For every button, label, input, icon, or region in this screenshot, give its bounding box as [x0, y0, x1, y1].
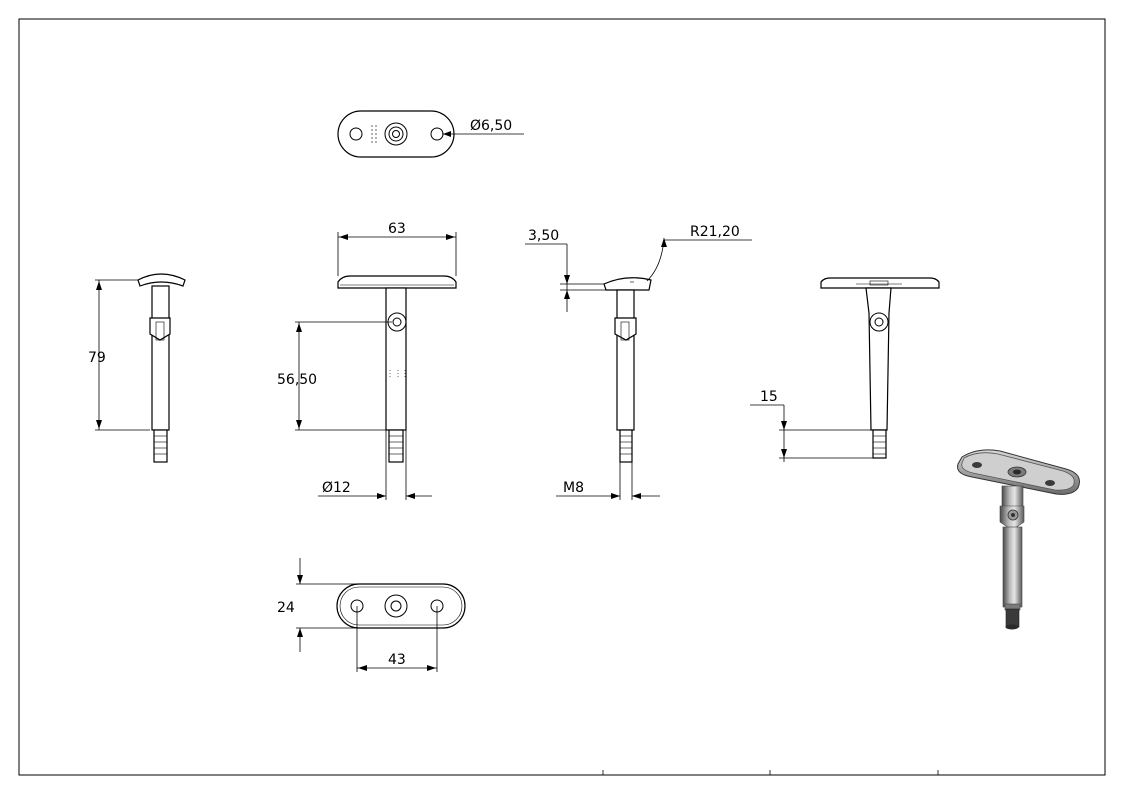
isometric-render: [957, 449, 1080, 630]
bottom-view: [296, 558, 466, 672]
top-view: [337, 110, 524, 158]
side-view-left: [95, 273, 186, 463]
dim-tube-diameter: Ø12: [322, 480, 351, 496]
side-view-right: [750, 277, 940, 462]
dim-hole-diameter: Ø6,50: [470, 118, 512, 134]
dim-pivot-height: 56,50: [277, 372, 317, 388]
dim-plate-thickness: 3,50: [528, 228, 559, 244]
dim-hole-spacing: 43: [388, 652, 406, 668]
dim-saddle-radius: R21,20: [690, 224, 740, 240]
dim-thread: M8: [563, 480, 584, 496]
drawing-frame: [18, 18, 1106, 776]
dim-plate-width: 63: [388, 221, 406, 237]
front-view: [295, 232, 457, 500]
side-view-saddle: [525, 237, 752, 500]
dim-thread-length: 15: [760, 389, 778, 405]
dim-plate-depth: 24: [277, 600, 295, 616]
dim-overall-height: 79: [88, 350, 106, 366]
